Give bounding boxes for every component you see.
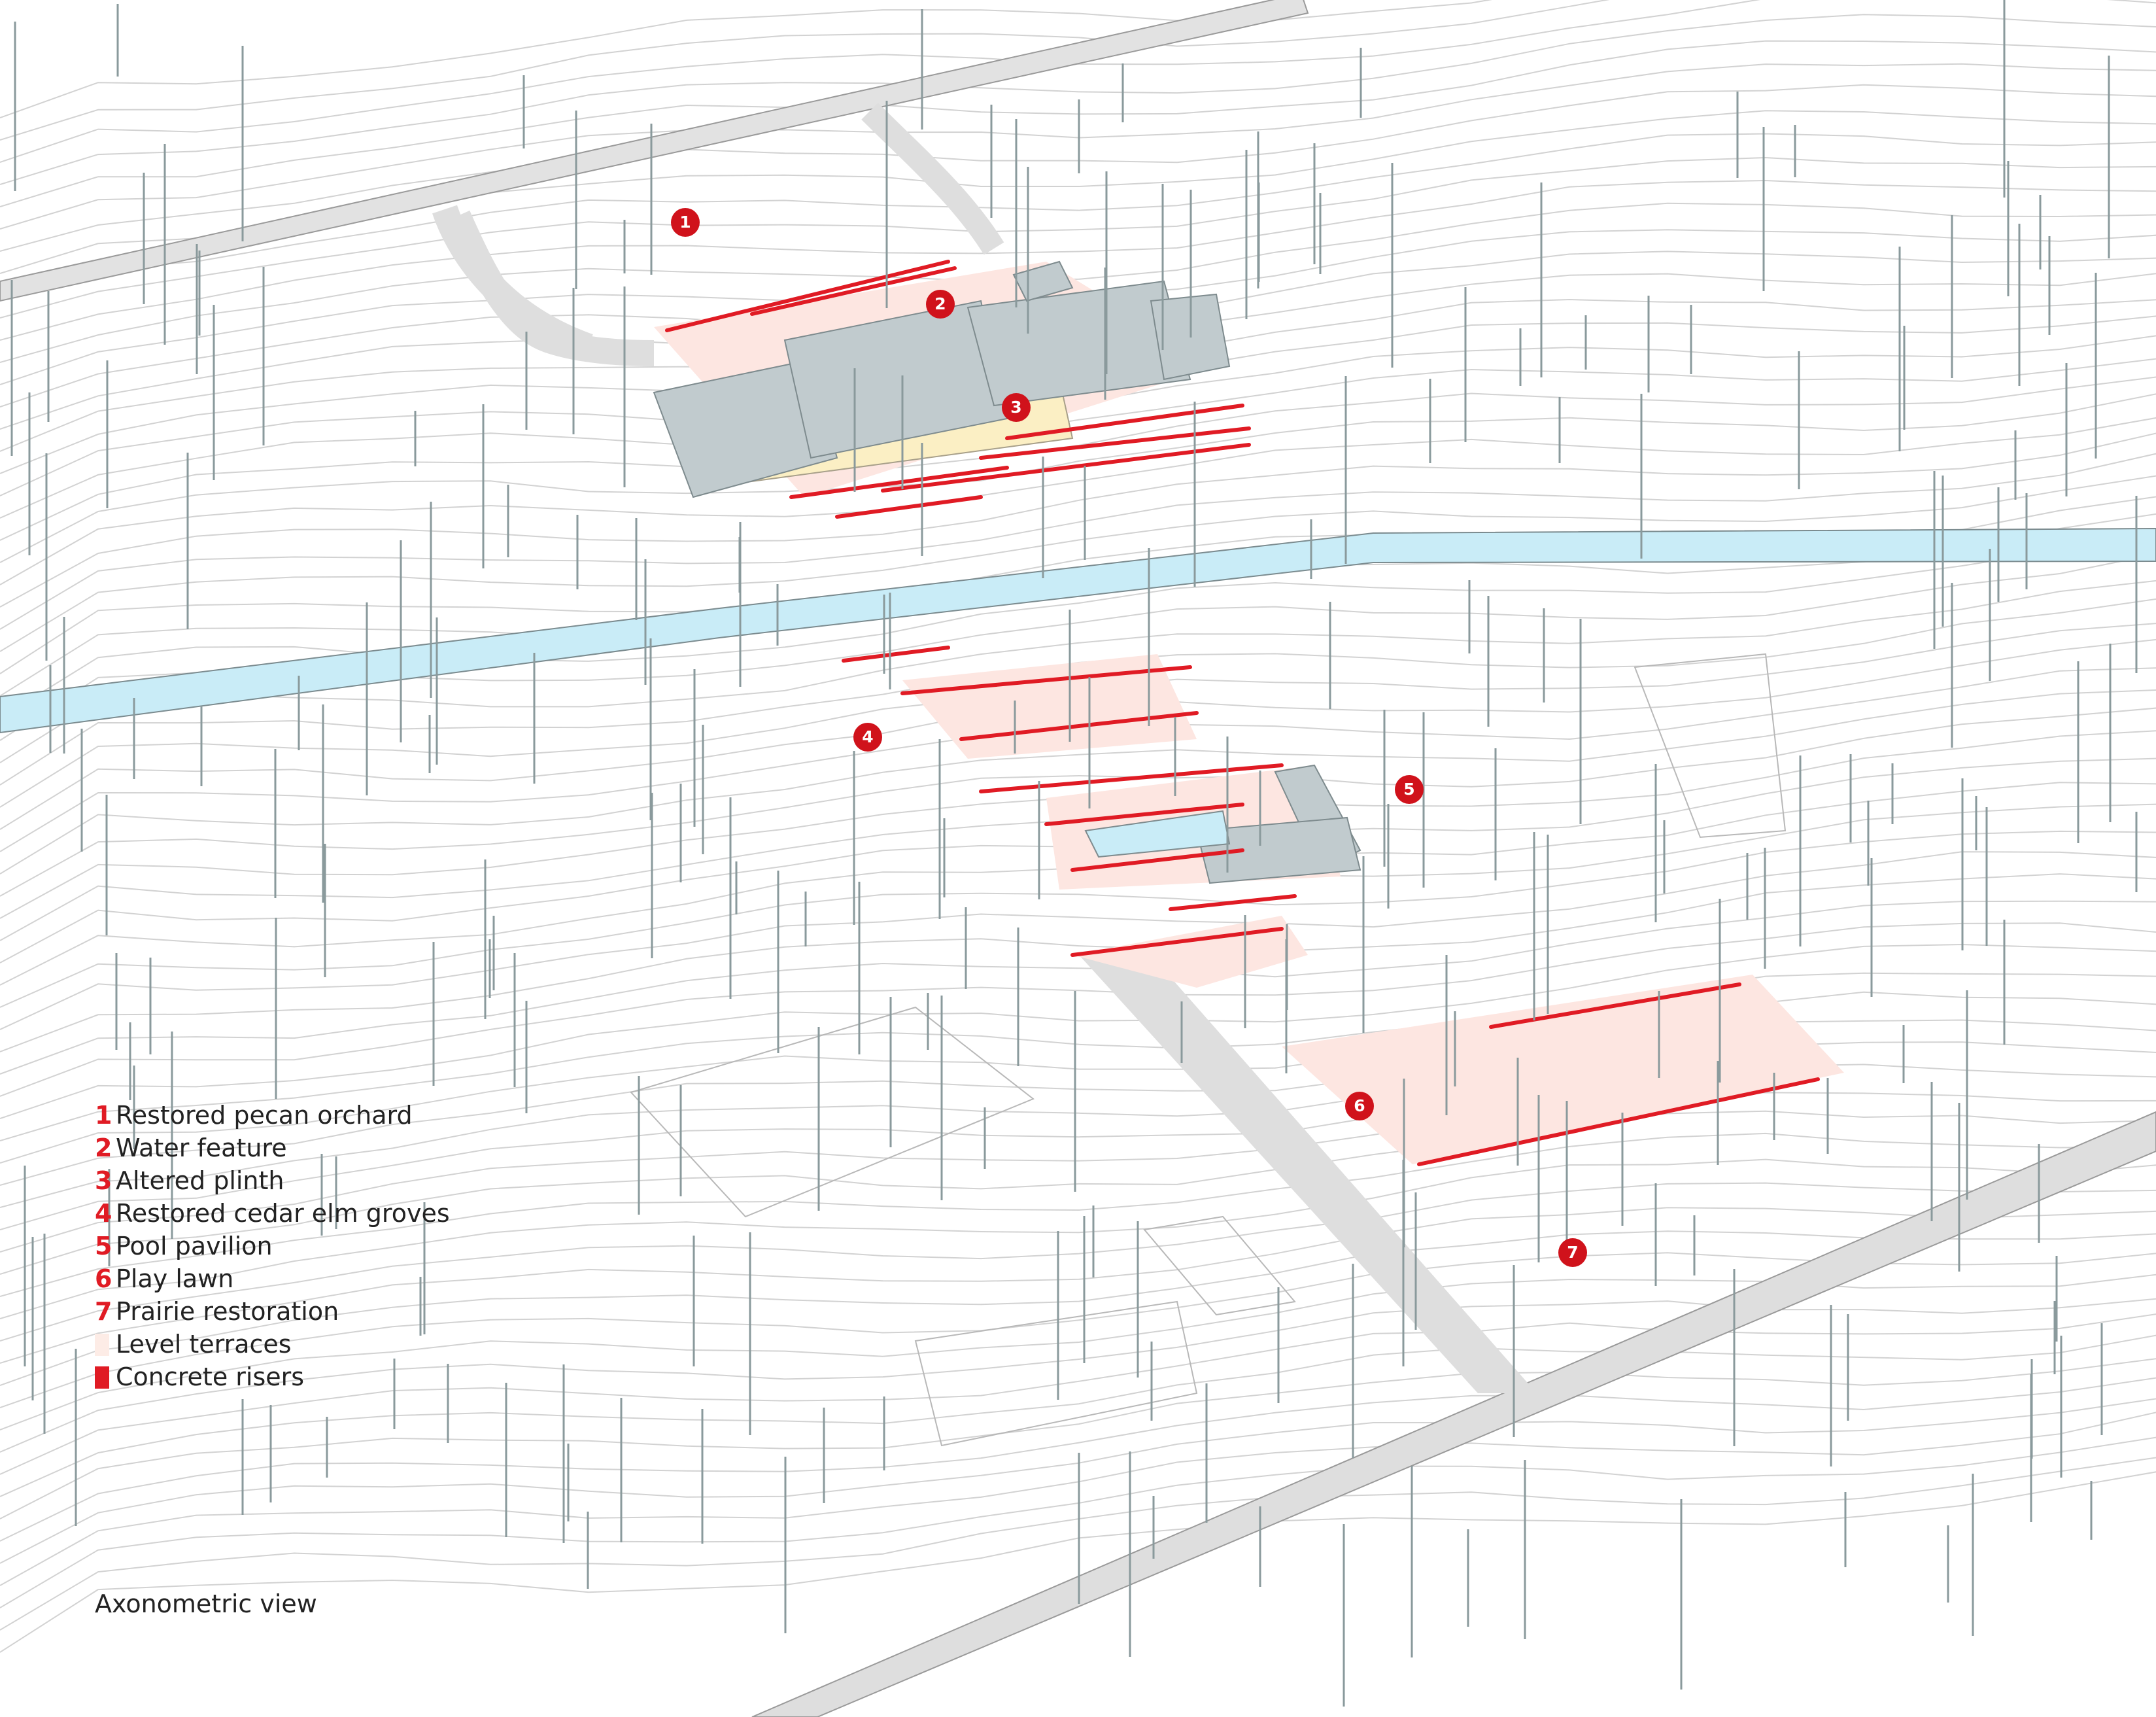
contour-line xyxy=(0,900,2156,1075)
contour-line xyxy=(0,475,2156,652)
contour-line xyxy=(0,1110,2156,1275)
pool xyxy=(1084,810,1231,858)
legend-label: Altered plinth xyxy=(116,1166,284,1195)
legend-item-concrete-risers: Concrete risers xyxy=(95,1361,450,1393)
contour-line xyxy=(0,689,2156,875)
terrace-play-lawn xyxy=(1282,975,1844,1164)
contour-line xyxy=(0,133,2156,296)
marker-6: 6 xyxy=(1345,1092,1374,1120)
contour-line xyxy=(0,991,2156,1164)
concrete-risers-swatch xyxy=(95,1366,109,1389)
legend-number: 4 xyxy=(95,1199,112,1228)
contour-line xyxy=(0,14,2156,185)
contour-line xyxy=(0,1207,2156,1364)
contour-line xyxy=(0,0,1493,118)
level-terraces-swatch xyxy=(95,1334,109,1356)
terrace-grove xyxy=(902,654,1197,759)
legend-item-level-terraces: Level terraces xyxy=(95,1328,450,1361)
legend-label: Water feature xyxy=(116,1134,287,1162)
contour-line xyxy=(0,1092,2156,1253)
contour-line xyxy=(0,873,2156,1052)
legend-number: 1 xyxy=(95,1101,112,1130)
legend-number: 6 xyxy=(95,1264,112,1293)
legend-label: Restored pecan orchard xyxy=(116,1101,413,1130)
contour-line xyxy=(0,922,2156,1097)
legend-label: Pool pavilion xyxy=(116,1232,273,1260)
legend-number: 2 xyxy=(95,1134,112,1162)
contour-line xyxy=(0,972,2156,1141)
contour-line xyxy=(0,1358,2156,1519)
marker-5: 5 xyxy=(1395,775,1424,804)
contour-line xyxy=(0,1313,2156,1475)
legend-label: Level terraces xyxy=(116,1330,292,1359)
legend-label: Play lawn xyxy=(116,1264,234,1293)
contour-line xyxy=(0,830,2156,1008)
contour-line xyxy=(0,1252,2156,1408)
contour-line xyxy=(0,1158,2156,1319)
view-caption: Axonometric view xyxy=(95,1589,317,1618)
marker-1: 1 xyxy=(671,208,700,237)
contour-line xyxy=(0,851,2156,1030)
contour-line xyxy=(0,156,2156,319)
legend-label: Restored cedar elm groves xyxy=(116,1199,450,1228)
concrete-risers xyxy=(665,260,1820,1166)
contour-line xyxy=(0,202,2156,363)
contour-line xyxy=(0,1298,2156,1453)
contour-line xyxy=(0,1377,2156,1542)
legend-number: 5 xyxy=(95,1232,112,1260)
north-drive-loop xyxy=(432,205,593,359)
marker-3: 3 xyxy=(1002,393,1031,422)
contour-line xyxy=(0,179,2156,341)
legend-label: Prairie restoration xyxy=(116,1297,339,1326)
creek xyxy=(0,527,2156,734)
north-road xyxy=(0,0,1309,302)
contour-line xyxy=(0,1132,2156,1297)
legend-number: 3 xyxy=(95,1166,112,1195)
contour-line xyxy=(0,453,2156,630)
contour-line xyxy=(0,1230,2156,1386)
neighbor-outlines xyxy=(630,653,1787,1447)
marker-2: 2 xyxy=(926,290,955,319)
south-road xyxy=(751,1111,2156,1717)
pool-pavilion xyxy=(1084,764,1361,884)
legend-label: Concrete risers xyxy=(116,1362,305,1391)
service-drive xyxy=(1079,955,1537,1393)
contour-line xyxy=(0,580,2156,763)
contour-line xyxy=(0,1182,2156,1342)
contour-line xyxy=(0,0,1610,141)
contour-line xyxy=(0,1019,2156,1186)
contour-line xyxy=(0,943,2156,1119)
contour-line xyxy=(0,707,2156,897)
marker-4: 4 xyxy=(853,723,882,752)
tree-trunks xyxy=(10,0,2138,1707)
marker-7: 7 xyxy=(1558,1238,1587,1267)
contour-line xyxy=(0,1334,2156,1497)
legend-number: 7 xyxy=(95,1297,112,1326)
